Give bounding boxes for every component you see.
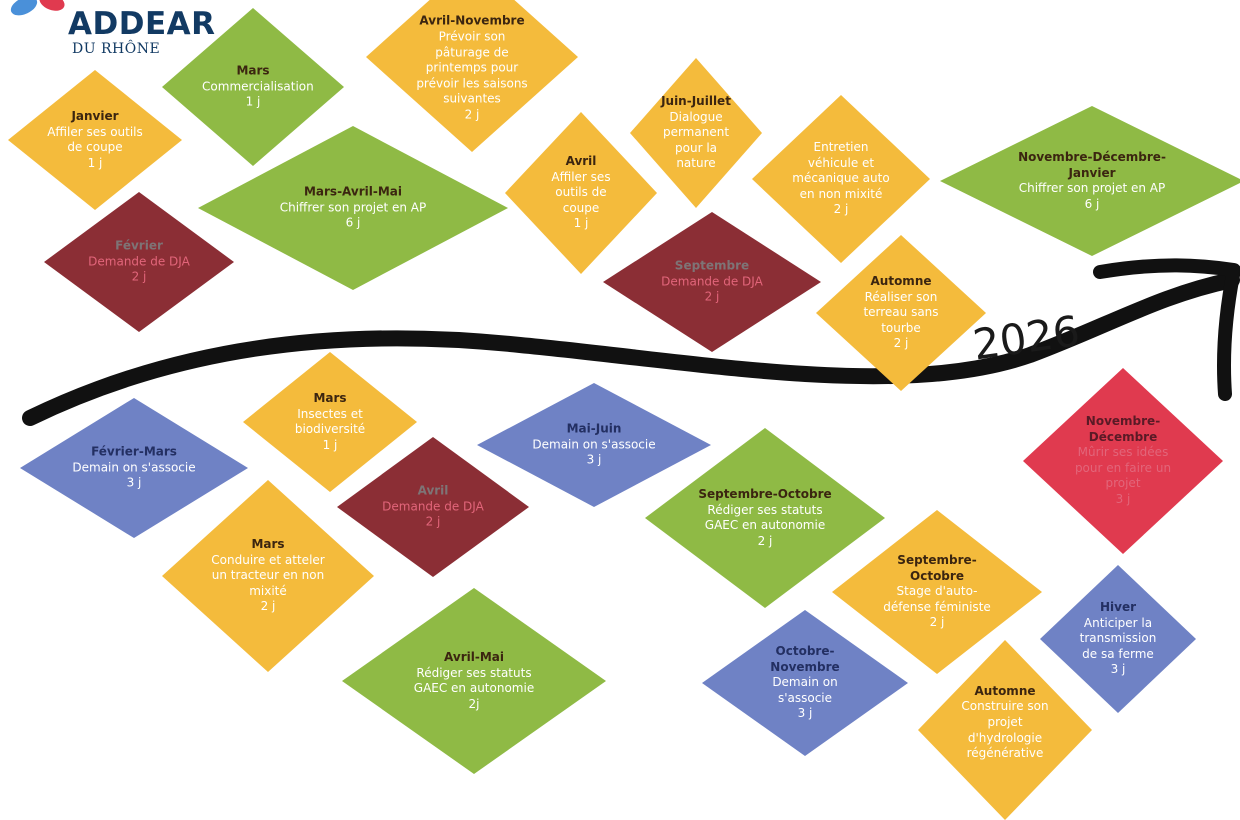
tile-period: Mars xyxy=(236,63,270,78)
training-tile[interactable]: Entretien véhicule et mécanique auto en … xyxy=(752,95,930,263)
tile-period: Septembre xyxy=(674,258,750,273)
tile-duration: 3 j xyxy=(586,452,602,467)
tile-duration: 1 j xyxy=(322,437,338,452)
tile-period: Avril xyxy=(417,483,449,498)
tile-period: Février-Mars xyxy=(91,444,177,459)
training-tile[interactable]: Automne Construire son projet d'hydrolog… xyxy=(918,640,1092,820)
tile-title: Chiffrer son projet en AP xyxy=(279,200,427,215)
tile-period: Novembre-Décembre xyxy=(1085,414,1161,444)
tile-period: Hiver xyxy=(1099,600,1137,615)
tile-duration: 2 j xyxy=(260,599,276,614)
training-tile[interactable]: Juin-Juillet Dialogue permanent pour la … xyxy=(630,58,762,208)
training-tile[interactable]: Novembre-Décembre-Janvier Chiffrer son p… xyxy=(940,106,1240,256)
tile-duration: 6 j xyxy=(345,215,361,230)
tile-duration: 6 j xyxy=(1084,196,1100,211)
addear-logo: ADDEAR DU RHÔNE xyxy=(0,0,230,68)
tile-duration: 2 j xyxy=(464,107,480,122)
tile-title: Commercialisation xyxy=(202,79,314,94)
tile-duration: 1 j xyxy=(87,155,103,170)
tile-period: Octobre-Novembre xyxy=(770,644,840,674)
tile-period: Avril xyxy=(565,154,597,169)
tile-period: Mai-Juin xyxy=(566,421,622,436)
logo-name: ADDEAR xyxy=(68,6,216,42)
tile-title: Stage d'auto-défense féministe xyxy=(883,584,991,614)
tile-duration: 1 j xyxy=(573,216,589,231)
logo-petals-icon xyxy=(10,0,65,16)
tile-duration: 2 j xyxy=(757,533,773,548)
tile-title: Rédiger ses statuts GAEC en autonomie xyxy=(704,502,826,532)
tile-title: Insectes et biodiversité xyxy=(294,406,366,436)
tile-duration: 3 j xyxy=(1110,662,1126,677)
training-tile[interactable]: Mai-Juin Demain on s'associe 3 j xyxy=(477,383,711,507)
tile-duration: 2 j xyxy=(704,289,720,304)
training-tile[interactable]: Septembre-Octobre Rédiger ses statuts GA… xyxy=(645,428,885,608)
tile-duration: 2 j xyxy=(131,269,147,284)
tile-period: Février xyxy=(115,238,163,253)
tile-title: Rédiger ses statuts GAEC en autonomie xyxy=(413,665,535,695)
tile-period: Automne xyxy=(974,683,1036,698)
training-tile[interactable]: Février Demande de DJA 2 j xyxy=(44,192,234,332)
tile-title: Demain on s'associe xyxy=(532,437,656,452)
tile-title: Mûrir ses idées pour en faire un projet xyxy=(1074,445,1172,491)
tile-period: Novembre-Décembre-Janvier xyxy=(1018,149,1166,180)
logo-subtitle: DU RHÔNE xyxy=(72,41,161,57)
tile-title: Demande de DJA xyxy=(661,274,763,289)
training-tile[interactable]: Septembre-Octobre Stage d'auto-défense f… xyxy=(832,510,1042,674)
tile-title: Construire son projet d'hydrologie régén… xyxy=(961,699,1049,761)
tile-duration: 2 j xyxy=(929,615,945,630)
year-label: 2026 xyxy=(970,306,1083,370)
tile-title: Dialogue permanent pour la nature xyxy=(662,109,730,171)
tile-title: Affiler ses outils de coupe xyxy=(47,124,143,154)
training-tile[interactable]: Avril-Mai Rédiger ses statuts GAEC en au… xyxy=(342,588,606,774)
tile-duration: 2 j xyxy=(425,514,441,529)
tile-duration: 2j xyxy=(468,696,480,711)
tile-period: Avril-Novembre xyxy=(419,13,525,28)
tile-title: Affiler ses outils de coupe xyxy=(551,169,611,215)
tile-title: Réaliser son terreau sans tourbe xyxy=(863,289,939,335)
tile-period: Janvier xyxy=(71,108,119,123)
training-tile[interactable]: Automne Réaliser son terreau sans tourbe… xyxy=(816,235,986,391)
tile-period: Septembre-Octobre xyxy=(698,486,832,501)
training-tile[interactable]: Mars Commercialisation 1 j xyxy=(162,8,344,166)
tile-period: Septembre-Octobre xyxy=(897,553,977,583)
tile-title: Conduire et atteler un tracteur en non m… xyxy=(211,552,325,598)
tile-duration: 3 j xyxy=(126,475,142,490)
tile-period: Mars xyxy=(313,390,347,405)
training-tile[interactable]: Octobre-Novembre Demain on s'associe 3 j xyxy=(702,610,908,756)
tile-duration: 3 j xyxy=(1115,492,1131,507)
tile-title: Demande de DJA xyxy=(88,254,190,269)
training-tile[interactable]: Avril-Novembre Prévoir son pâturage de p… xyxy=(366,0,578,152)
training-tile[interactable]: Hiver Anticiper la transmission de sa fe… xyxy=(1040,565,1196,713)
tile-period: Juin-Juillet xyxy=(661,94,731,109)
training-tile[interactable]: Mars-Avril-Mai Chiffrer son projet en AP… xyxy=(198,126,508,290)
tile-title: Demain on s'associe xyxy=(72,460,196,475)
tile-period: Automne xyxy=(870,274,932,289)
tile-duration: 2 j xyxy=(833,202,849,217)
tile-period: Mars-Avril-Mai xyxy=(303,184,403,199)
training-tile[interactable]: Avril Demande de DJA 2 j xyxy=(337,437,529,577)
tile-title: Demain on s'associe xyxy=(772,675,838,705)
tile-duration: 2 j xyxy=(893,336,909,351)
tile-title: Prévoir son pâturage de printemps pour p… xyxy=(416,29,528,106)
tile-period: Mars xyxy=(251,537,285,552)
training-tile[interactable]: Novembre-Décembre Mûrir ses idées pour e… xyxy=(1023,368,1223,554)
training-tile[interactable]: Mars Insectes et biodiversité 1 j xyxy=(243,352,417,492)
tile-duration: 3 j xyxy=(797,706,813,721)
tile-duration: 1 j xyxy=(245,94,261,109)
tile-title: Chiffrer son projet en AP xyxy=(1018,181,1166,195)
tile-title: Demande de DJA xyxy=(382,499,484,514)
training-tile[interactable]: Avril Affiler ses outils de coupe 1 j xyxy=(505,112,657,274)
training-tile[interactable]: Janvier Affiler ses outils de coupe 1 j xyxy=(8,70,182,210)
training-tile[interactable]: Février-Mars Demain on s'associe 3 j xyxy=(20,398,248,538)
training-tile[interactable]: Mars Conduire et atteler un tracteur en … xyxy=(162,480,374,672)
tile-title: Anticiper la transmission de sa ferme xyxy=(1079,615,1157,661)
tile-title: Entretien véhicule et mécanique auto en … xyxy=(792,140,890,201)
tile-period: Avril-Mai xyxy=(444,649,504,664)
training-tile[interactable]: Septembre Demande de DJA 2 j xyxy=(603,212,821,352)
